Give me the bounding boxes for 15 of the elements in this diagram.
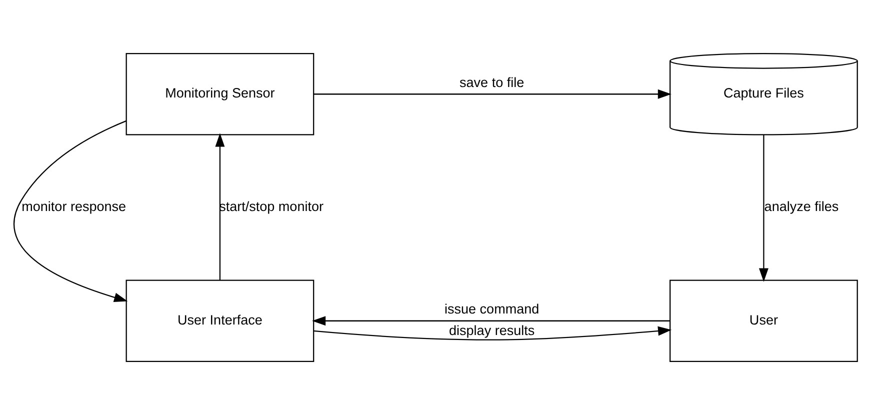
edge-label: start/stop monitor (219, 198, 324, 214)
arrow (758, 134, 768, 282)
arrow (314, 89, 672, 99)
node-box: User (670, 280, 858, 362)
arrow (314, 326, 672, 340)
edge-label: display results (449, 323, 535, 338)
edge-label: issue command (444, 302, 540, 317)
edge-label: save to file (460, 74, 524, 90)
edge-label: monitor response (22, 198, 126, 214)
arrow (312, 316, 670, 326)
node-box: User Interface (126, 280, 314, 362)
edge-label: analyze files (764, 198, 839, 214)
arrow (215, 133, 225, 280)
node-box: Monitoring Sensor (126, 52, 314, 136)
arrow (14, 120, 128, 302)
